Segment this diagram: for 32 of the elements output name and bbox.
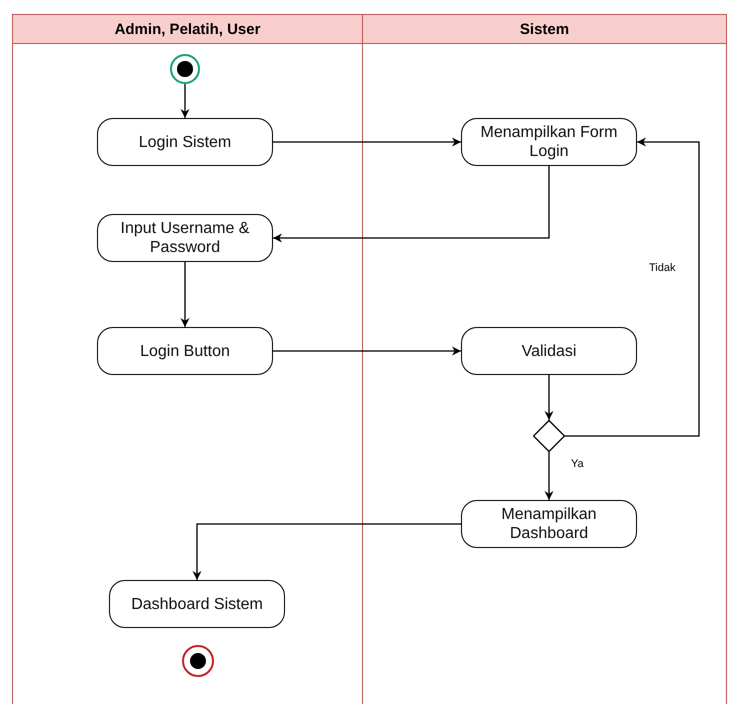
swimlane [363, 14, 727, 704]
activity-box [97, 327, 273, 375]
activity-label: Validasi [522, 342, 576, 360]
arrow [180, 84, 190, 118]
start-node [170, 54, 200, 84]
activity-label: Input Username & Password [120, 219, 250, 257]
arrow [273, 138, 461, 146]
activity-box [97, 118, 273, 166]
edge-label: Tidak [648, 262, 676, 274]
activity-box [461, 118, 637, 166]
activity-label: Menampilkan Dashboard [500, 505, 598, 543]
lane-header: Sistem [363, 15, 726, 44]
activity-box [97, 214, 273, 262]
arrow [544, 375, 554, 420]
activity-label: Login Sistem [138, 132, 232, 152]
arrow [180, 262, 190, 327]
end-node [182, 645, 214, 677]
activity-label: Menampilkan Form Login [480, 123, 618, 161]
activity-label: Login Button [140, 342, 230, 360]
decision-diamond [533, 420, 565, 452]
activity-label: Dashboard Sistem [131, 594, 263, 614]
arrow [273, 346, 461, 356]
swimlane [12, 14, 363, 704]
arrow [544, 452, 554, 500]
arrow [192, 523, 461, 580]
activity-box [461, 500, 637, 548]
lane-header: Admin, Pelatih, User [13, 15, 362, 44]
arrow [565, 138, 700, 437]
edge-label: Ya [570, 458, 585, 470]
arrow [273, 166, 550, 242]
activity-box [109, 580, 285, 628]
activity-box [461, 327, 637, 375]
